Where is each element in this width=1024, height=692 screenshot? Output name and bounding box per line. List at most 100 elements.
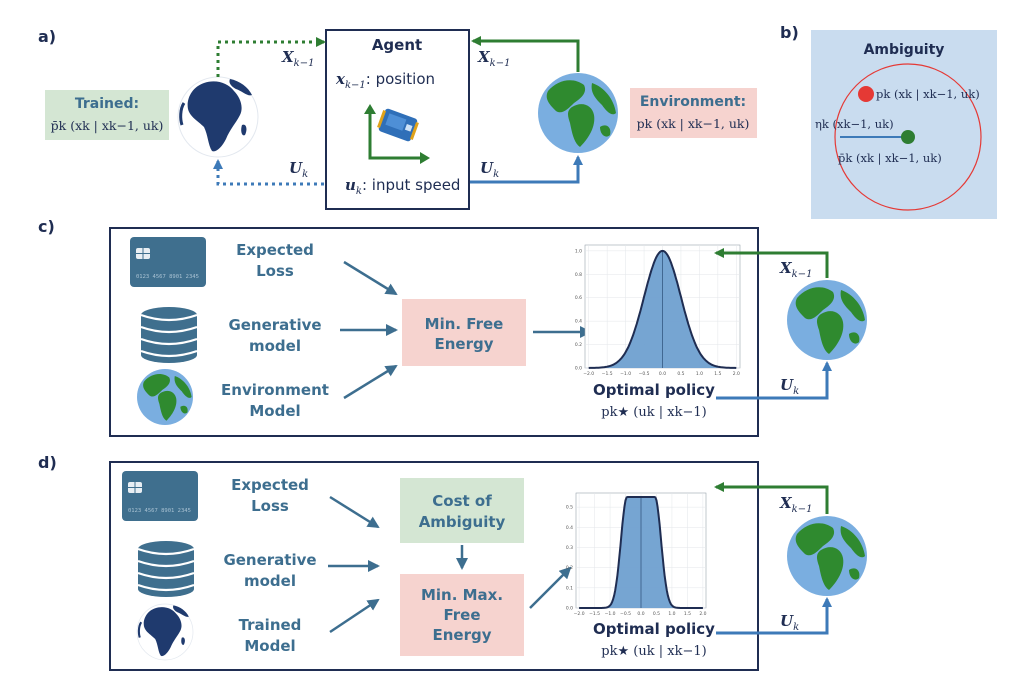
x-tick-label: 1.0 bbox=[668, 611, 675, 617]
c-u-label: Uk bbox=[780, 376, 799, 397]
database-icon bbox=[136, 539, 196, 599]
x-tick-label: 1.0 bbox=[696, 371, 703, 377]
d-min-max-free-energy-box bbox=[400, 574, 524, 656]
c-arrow-env-to-policy bbox=[714, 248, 829, 278]
d-arrow-policy-to-env bbox=[716, 597, 832, 635]
d-cost-of-ambiguity-box bbox=[400, 478, 524, 543]
card-number: 0123 4567 8901 2345 bbox=[128, 508, 191, 514]
c-input-environment-2: Model bbox=[249, 402, 300, 420]
x-tick-label: 1.5 bbox=[684, 611, 691, 617]
x-tick-label: 0.5 bbox=[677, 371, 684, 377]
c-arrow-loss bbox=[343, 260, 398, 296]
y-tick-label: 0.0 bbox=[575, 366, 582, 372]
x-tick-label: −0.5 bbox=[639, 371, 650, 377]
c-min-free-energy-box bbox=[402, 299, 526, 366]
ambiguity-panel bbox=[811, 30, 997, 219]
x-tick-label: −0.5 bbox=[620, 611, 631, 617]
u-subscript: k bbox=[356, 186, 362, 197]
credit-card-icon: 0123 4567 8901 2345 bbox=[129, 236, 207, 288]
d-input-generative-2: model bbox=[244, 572, 296, 590]
d-process-line3: Energy bbox=[432, 626, 491, 644]
c-arrow-environment bbox=[343, 364, 398, 400]
x-prev-label-right: Xk−1 bbox=[477, 48, 510, 69]
y-tick-label: 0.4 bbox=[575, 319, 582, 325]
x-tick-label: −1.5 bbox=[602, 371, 613, 377]
c-arrow-policy-to-env bbox=[716, 361, 832, 400]
environment-title: Environment: bbox=[640, 94, 746, 110]
d-arrow-to-policy bbox=[529, 566, 572, 609]
y-tick-label: 0.8 bbox=[575, 272, 582, 278]
globe-africa-icon bbox=[135, 602, 195, 662]
x-tick-label: −1.0 bbox=[605, 611, 616, 617]
x-tick-label: 2.0 bbox=[699, 611, 706, 617]
u-symbol: u bbox=[345, 176, 356, 194]
d-input-expected-loss-2: Loss bbox=[251, 497, 289, 515]
ambiguity-p-label: pk (xk | xk−1, uk) bbox=[876, 87, 980, 102]
c-policy-chart: −2.0 −1.5 −1.0 −0.5 0.0 0.5 1.0 1.5 2.0 0.0 0.2 0.4… bbox=[575, 244, 741, 377]
d-input-trained-1: Trained bbox=[239, 616, 302, 634]
d-cost-line2: Ambiguity bbox=[419, 513, 506, 531]
globe-earth-icon bbox=[787, 516, 867, 596]
d-input-generative-1: Generative bbox=[223, 551, 316, 569]
x-tick-label: −1.0 bbox=[620, 371, 631, 377]
agent-input-label: uk: input speed bbox=[345, 176, 460, 197]
agent-title: Agent bbox=[372, 36, 422, 54]
card-number: 0123 4567 8901 2345 bbox=[136, 274, 199, 280]
trained-box bbox=[45, 90, 169, 140]
d-arrow-trained bbox=[329, 598, 380, 634]
c-policy-formula: pk★ (uk | xk−1) bbox=[601, 405, 706, 420]
y-tick-label: 0.2 bbox=[575, 342, 582, 348]
d-policy-formula: pk★ (uk | xk−1) bbox=[601, 644, 706, 659]
x-tick-label: 0.5 bbox=[653, 611, 660, 617]
y-tick-label: 0.5 bbox=[566, 505, 573, 511]
c-process-line2: Energy bbox=[434, 335, 493, 353]
trained-formula: p̄k (xk | xk−1, uk) bbox=[51, 118, 164, 133]
credit-card-icon: 0123 4567 8901 2345 bbox=[121, 470, 199, 522]
x-tick-label: −2.0 bbox=[583, 371, 594, 377]
environment-box bbox=[630, 88, 757, 138]
globe-earth-icon bbox=[538, 73, 618, 153]
x-tick-label: 2.0 bbox=[733, 371, 740, 377]
density-curve bbox=[579, 496, 703, 609]
arrow-agent-to-environment bbox=[470, 155, 583, 184]
y-tick-label: 0.0 bbox=[566, 606, 573, 612]
x-tick-label: −1.5 bbox=[589, 611, 600, 617]
y-tick-label: 0.1 bbox=[566, 585, 573, 591]
x-tick-label: −2.0 bbox=[574, 611, 585, 617]
c-x-prev-label: Xk−1 bbox=[779, 259, 812, 280]
panel-a-label: a) bbox=[38, 27, 56, 46]
density-curve bbox=[588, 249, 737, 369]
globe-earth-icon bbox=[137, 369, 193, 425]
x-symbol: x bbox=[335, 70, 346, 88]
agent-position-label: xk−1: position bbox=[335, 70, 435, 91]
arrow-environment-to-agent bbox=[471, 36, 580, 72]
x-tick-label: 0.0 bbox=[659, 371, 666, 377]
database-icon bbox=[139, 305, 199, 365]
y-tick-label: 0.2 bbox=[566, 565, 573, 571]
globe-earth-icon bbox=[787, 280, 867, 360]
dotted-arrow-u-to-trained bbox=[213, 159, 324, 186]
d-arrow-env-to-policy bbox=[714, 482, 829, 514]
d-x-prev-label: Xk−1 bbox=[779, 494, 812, 515]
d-cost-line1: Cost of bbox=[432, 492, 492, 510]
d-input-trained-2: Model bbox=[244, 637, 295, 655]
u-label-right: Uk bbox=[480, 159, 499, 180]
d-process-line1: Min. Max. bbox=[421, 586, 503, 604]
c-process-line1: Min. Free bbox=[425, 315, 504, 333]
dotted-arrow-x-to-agent bbox=[216, 37, 326, 77]
y-tick-label: 1.0 bbox=[575, 248, 582, 254]
globe-africa-icon bbox=[176, 75, 260, 159]
x-tick-label: 1.5 bbox=[714, 371, 721, 377]
y-tick-label: 0.4 bbox=[566, 525, 573, 531]
d-optimal-policy-title: Optimal policy bbox=[593, 620, 715, 638]
c-input-generative-1: Generative bbox=[228, 316, 321, 334]
input-speed-text: : input speed bbox=[362, 176, 461, 194]
y-tick-label: 0.6 bbox=[575, 295, 582, 301]
ambiguity-pbar-label: p̄k (xk | xk−1, uk) bbox=[838, 151, 942, 166]
ambiguity-title: Ambiguity bbox=[864, 42, 945, 58]
c-input-generative-2: model bbox=[249, 337, 301, 355]
robot-icon bbox=[364, 104, 430, 164]
u-label-left: Uk bbox=[289, 159, 308, 180]
